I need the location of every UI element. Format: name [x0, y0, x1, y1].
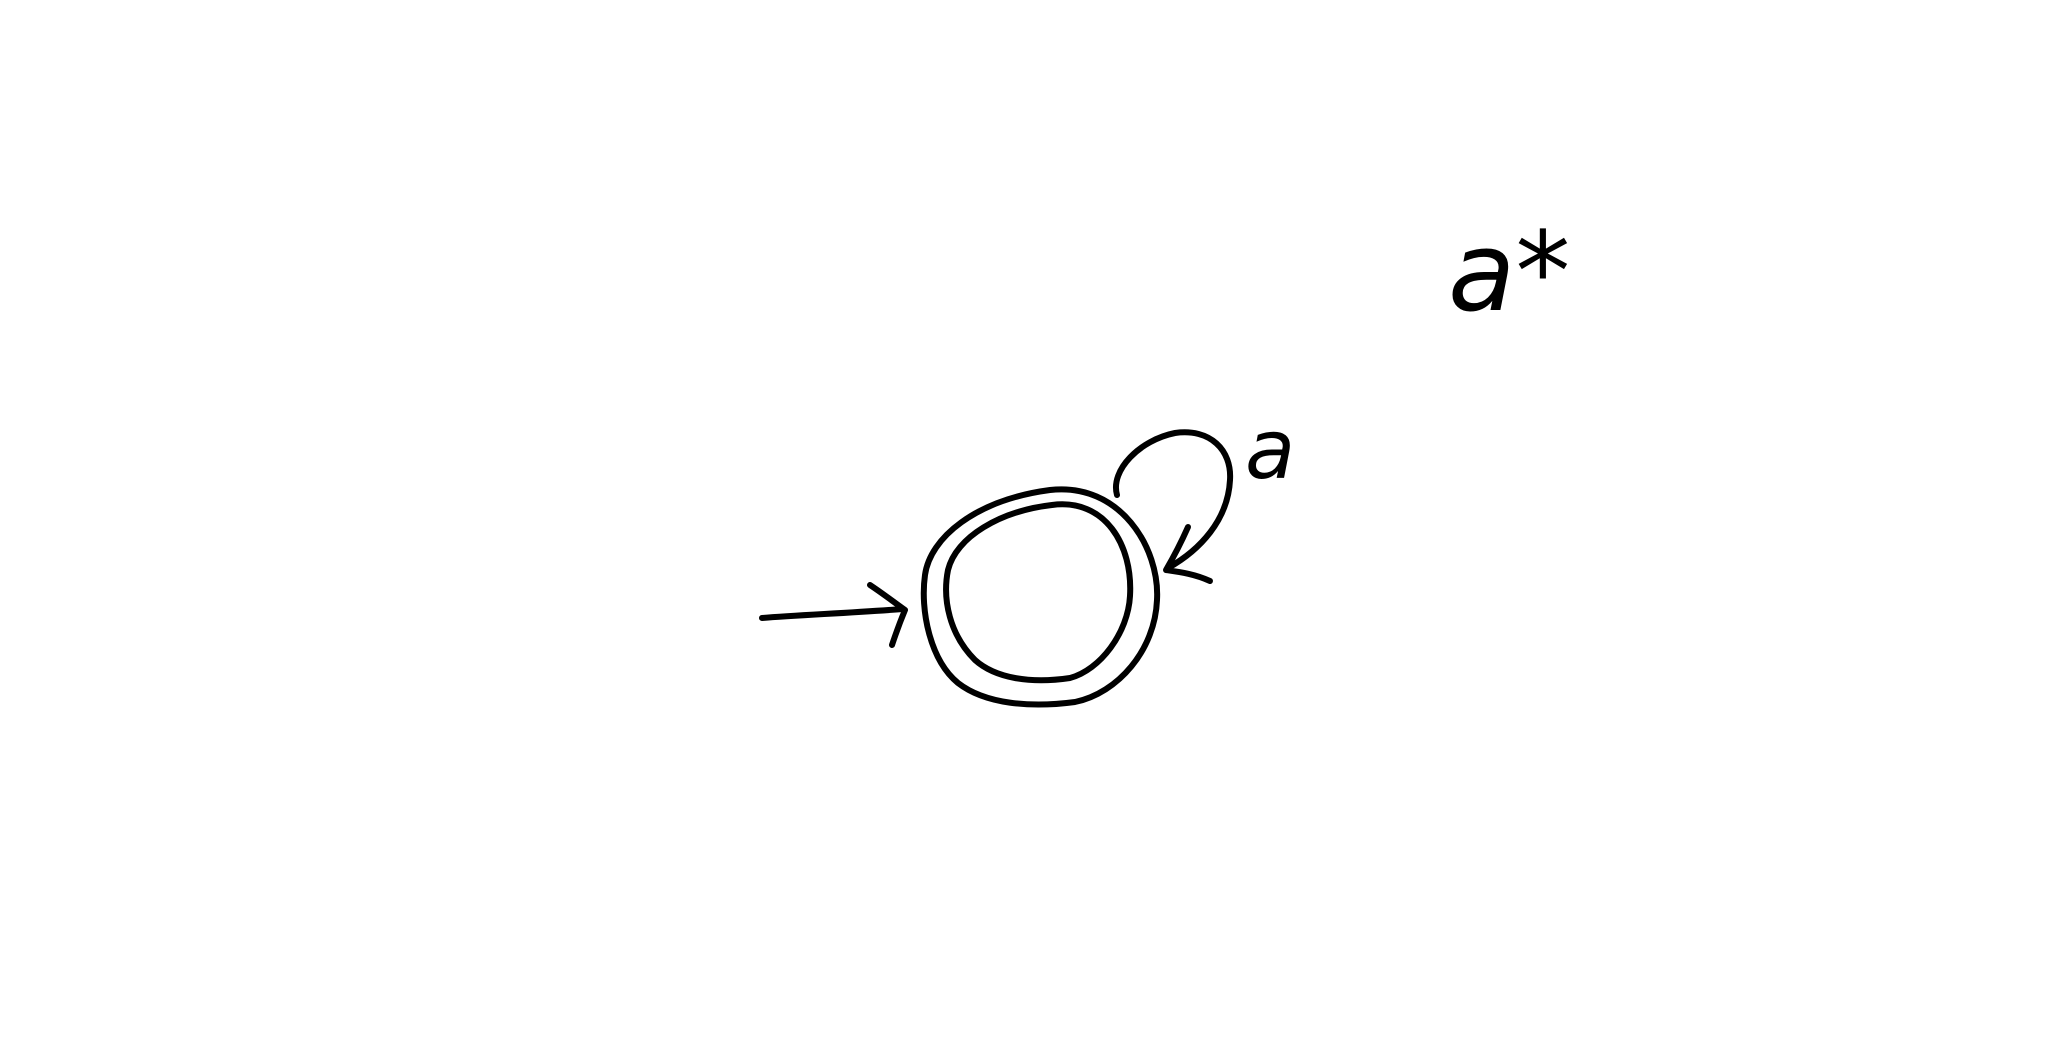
transition-label: a	[1245, 403, 1295, 498]
start-arrow	[759, 582, 908, 648]
start-arrow-shaft	[759, 606, 906, 621]
self-loop-transition: a	[1112, 403, 1295, 584]
state-inner-circle	[943, 501, 1134, 684]
start-arrow-head	[867, 582, 908, 648]
accepting-state	[920, 486, 1161, 708]
regex-label: a*	[1448, 208, 1570, 336]
self-loop-arc	[1112, 429, 1234, 571]
self-loop-arrowhead	[1163, 524, 1213, 584]
state-outer-circle	[920, 486, 1161, 708]
